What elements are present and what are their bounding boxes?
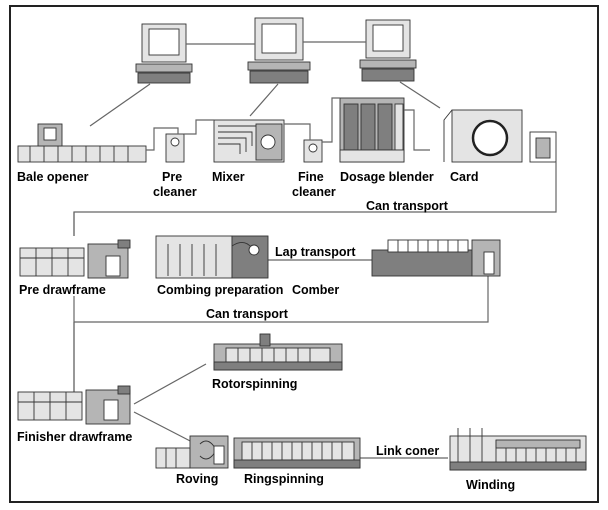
fine-cleaner-machine	[284, 123, 323, 163]
pre-drawframe-machine	[19, 239, 131, 279]
roving-machine	[155, 435, 229, 469]
network-lines	[89, 41, 441, 127]
bale-opener-machine	[17, 123, 147, 163]
pre-cleaner-label-line2: cleaner	[153, 185, 197, 199]
card-machine	[443, 109, 557, 163]
can-transport-label: Can transport	[366, 199, 449, 213]
computer-icon	[247, 17, 311, 84]
ringspinning-label: Ringspinning	[244, 472, 324, 486]
mixer-label: Mixer	[212, 170, 245, 184]
combing-preparation-machine	[155, 235, 269, 279]
winding-label: Winding	[466, 478, 515, 492]
computer-icon	[135, 23, 193, 84]
pre-cleaner-label-line1: Pre	[162, 170, 182, 184]
fine-cleaner-label-line1: Fine	[298, 170, 324, 184]
bale-opener-label: Bale opener	[17, 170, 89, 184]
diagram-border	[9, 5, 599, 503]
ringspinning-machine	[233, 437, 361, 469]
card-label: Card	[450, 170, 478, 184]
combing-preparation-label: Combing preparation	[157, 283, 283, 297]
comber-label: Comber	[292, 283, 339, 297]
rotorspinning-label: Rotorspinning	[212, 377, 297, 391]
link-coner-label: Link coner	[376, 444, 439, 458]
dosage-blender-label: Dosage blender	[340, 170, 434, 184]
lap-transport-label: Lap transport	[275, 245, 356, 259]
fine-cleaner-label-line2: cleaner	[292, 185, 336, 199]
dosage-blender-machine	[322, 97, 430, 163]
roving-label: Roving	[176, 472, 218, 486]
mixer-machine	[184, 119, 285, 163]
finisher-drawframe-machine	[17, 385, 131, 425]
can-transport-label: Can transport	[206, 307, 289, 321]
winding-machine	[449, 428, 587, 471]
rotorspinning-machine	[213, 333, 343, 371]
finisher-drawframe-label: Finisher drawframe	[17, 430, 132, 444]
pre-drawframe-label: Pre drawframe	[19, 283, 106, 297]
pre-cleaner-machine	[146, 127, 185, 163]
comber-machine	[371, 239, 501, 277]
flow-lines	[73, 162, 557, 459]
computer-icon	[359, 19, 417, 82]
